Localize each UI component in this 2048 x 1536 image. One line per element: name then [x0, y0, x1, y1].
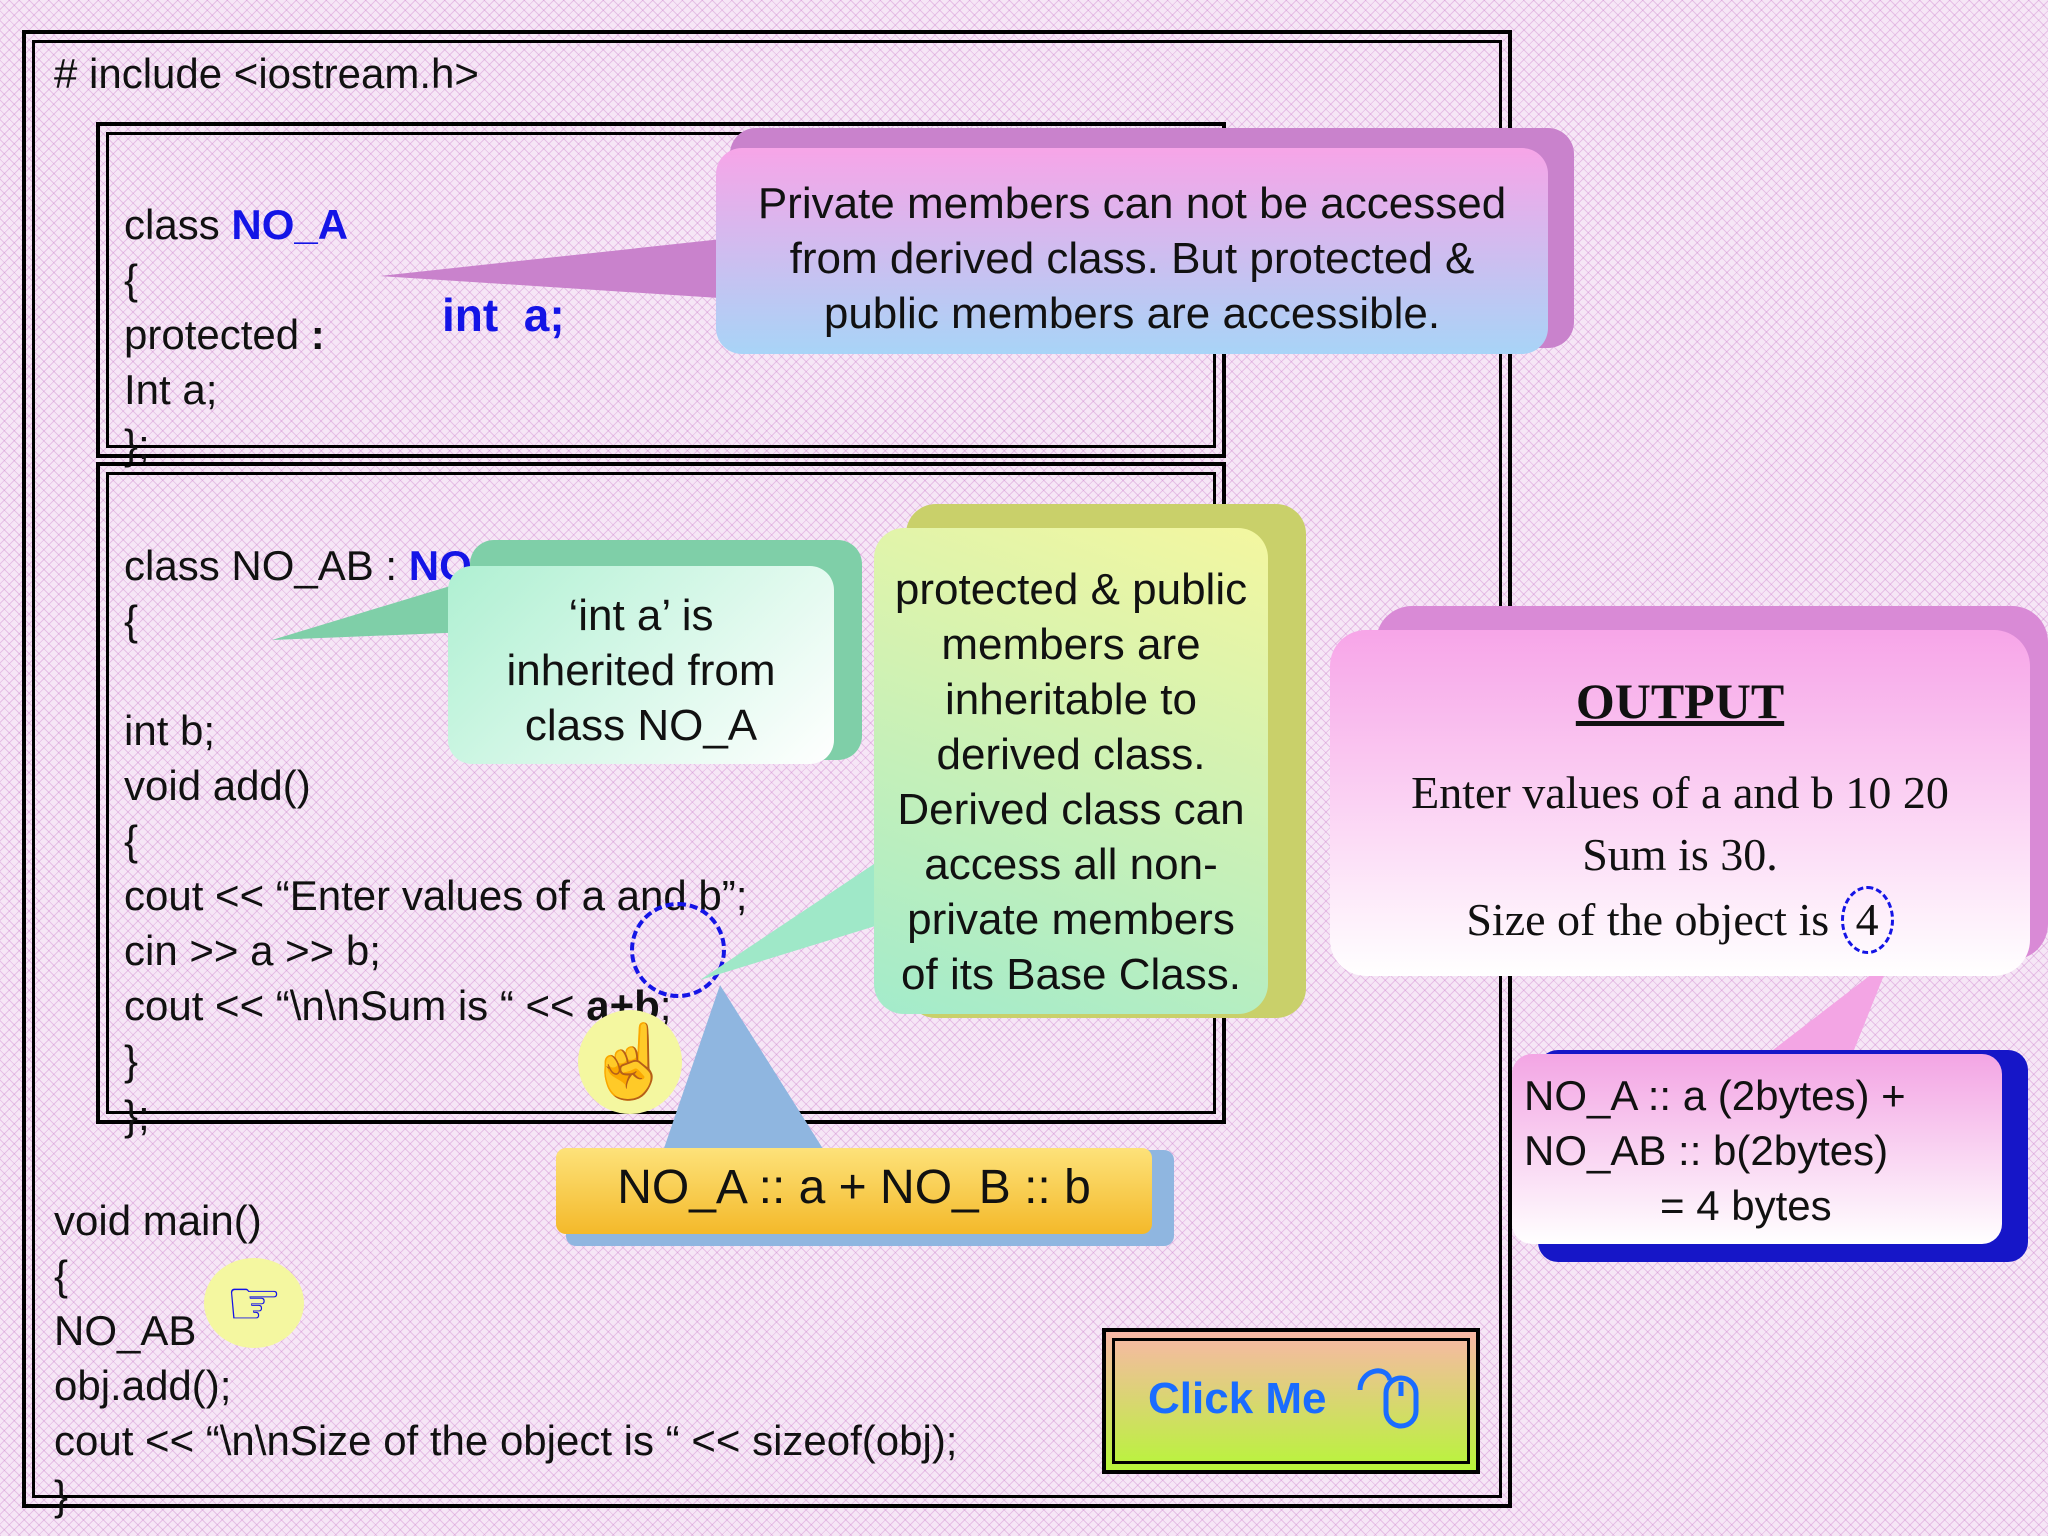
pointing-up-hand-icon: ☝	[578, 1010, 682, 1114]
note-line: Derived class can	[897, 785, 1245, 834]
code-text: cout << “Enter values of a and b”;	[124, 872, 748, 919]
code-text: {	[124, 256, 139, 303]
code-text: int b;	[124, 707, 216, 754]
inherited-callout	[448, 566, 834, 764]
code-text: cin >> a >> b;	[124, 927, 381, 974]
output-line: Sum is 30.	[1582, 829, 1778, 880]
code-text: cout << “\n\nSum is “ <<	[124, 982, 587, 1029]
click-me-label: Click Me	[1148, 1374, 1327, 1423]
note-line: Private members can not be accessed	[757, 179, 1507, 228]
note-line: derived class.	[936, 730, 1206, 779]
output-size-value: 4	[1840, 886, 1894, 954]
note-line: inheritable to	[945, 675, 1197, 724]
size-note-text: NO_A :: a (2bytes) + NO_AB :: b(2bytes) …	[1524, 1068, 2004, 1233]
note-line: protected & public	[894, 565, 1248, 614]
code-text: obj.add();	[54, 1362, 232, 1409]
note-line: public members are accessible.	[823, 289, 1441, 338]
code-text: {	[124, 817, 139, 864]
size-callout	[1512, 1054, 2002, 1244]
code-text: :	[310, 311, 325, 358]
private-members-callout	[716, 148, 1548, 354]
note-line: private members	[907, 895, 1235, 944]
code-text: }	[54, 1472, 69, 1519]
code-text: class NO_AB :	[124, 542, 409, 589]
code-text: Int a;	[124, 366, 218, 413]
include-line: # include <iostream.h>	[54, 50, 479, 97]
output-text: Size of the object is	[1466, 894, 1841, 945]
note-line: ‘int a’ is	[568, 591, 714, 640]
main-code: void main() { NO_AB obj.add(); cout << “…	[54, 1138, 957, 1523]
highlight-circle	[630, 902, 726, 998]
inherited-int-a-label: int a;	[442, 289, 565, 341]
code-text: class	[124, 201, 232, 248]
pointer-inherited	[272, 580, 470, 640]
code-text: {	[124, 597, 139, 644]
class-no-a-code: class NO_A { protected : Int a; };	[124, 142, 348, 472]
code-text: ;	[659, 982, 672, 1029]
note-line: NO_A :: a (2bytes) +	[1524, 1072, 1906, 1119]
pointer-size	[1760, 960, 1890, 1060]
note-line: = 4 bytes	[1660, 1182, 1832, 1229]
code-text: {	[54, 1252, 69, 1299]
code-text: }	[124, 1037, 139, 1084]
inheritable-note-text: protected & public members are inheritab…	[874, 562, 1268, 1002]
code-text: };	[124, 1092, 150, 1139]
code-text: protected	[124, 311, 311, 358]
note-line: members are	[941, 620, 1201, 669]
code-text: void main()	[54, 1197, 262, 1244]
output-title: OUTPUT	[1575, 673, 1785, 729]
code-text: };	[124, 421, 150, 468]
output-line: Enter values of a and b 10 20	[1411, 767, 1949, 818]
code-text: void add()	[124, 762, 311, 809]
sum-callout	[556, 1148, 1152, 1234]
note-line: access all non-	[924, 840, 1218, 889]
code-text: NO_AB	[54, 1307, 197, 1354]
click-me-button[interactable]: Click Me	[1102, 1328, 1480, 1474]
output-line: Size of the object is 4	[1330, 886, 2030, 954]
sum-note-text: NO_A :: a + NO_B :: b	[617, 1161, 1091, 1214]
pointing-right-hand-icon[interactable]: ☞	[204, 1258, 304, 1348]
output-panel	[1330, 630, 2030, 976]
note-line: of its Base Class.	[901, 950, 1241, 999]
pointer-sum	[660, 985, 830, 1160]
note-line: class NO_A	[524, 701, 758, 750]
class-name: NO_A	[231, 201, 349, 248]
note-line: NO_AB :: b(2bytes)	[1524, 1127, 1889, 1174]
code-text: cout << “\n\nSize of the object is “ << …	[54, 1417, 958, 1464]
note-line: inherited from	[506, 646, 776, 695]
inherited-note-text: ‘int a’ is inherited from class NO_A	[448, 588, 834, 753]
mouse-icon	[1357, 1368, 1419, 1429]
pointer-private	[380, 236, 750, 300]
private-note-text: Private members can not be accessed from…	[716, 176, 1548, 341]
output-body: Enter values of a and b 10 20 Sum is 30.…	[1330, 762, 2030, 954]
note-line: from derived class. But protected &	[789, 234, 1475, 283]
inheritable-callout	[874, 528, 1268, 1014]
class-no-ab-code: class NO_AB : NO_A { int b; void add() {…	[124, 483, 747, 1143]
